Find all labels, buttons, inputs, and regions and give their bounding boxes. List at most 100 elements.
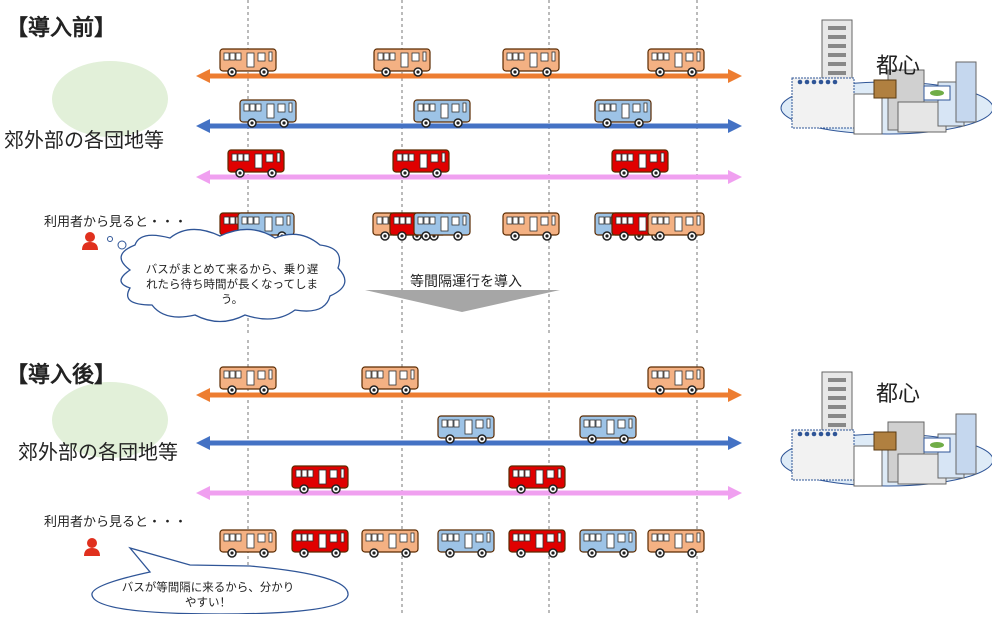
- tower-window: [828, 44, 846, 48]
- city-lights: [832, 79, 838, 85]
- bus-blue: [594, 99, 652, 128]
- bus-blue: [239, 99, 297, 128]
- city-lights: [832, 431, 838, 437]
- city-building: [955, 413, 977, 475]
- user-label-before: 利用者から見ると・・・: [44, 215, 188, 230]
- route-orange-before-head-left: [196, 69, 210, 83]
- person-icon-before: [82, 232, 98, 250]
- route-blue-before-head-left: [196, 119, 210, 133]
- bus-red: [611, 149, 669, 178]
- thought-dot: [107, 236, 113, 242]
- route-orange-after-head-right: [728, 388, 742, 402]
- tower-window: [828, 35, 846, 39]
- city-lights: [804, 431, 810, 437]
- city-building: [791, 77, 855, 129]
- city-lights: [825, 431, 831, 437]
- bus-blue: [579, 415, 637, 444]
- route-blue-after-head-left: [196, 436, 210, 450]
- bus-blue: [437, 415, 495, 444]
- route-orange-after-head-left: [196, 388, 210, 402]
- city-lights: [797, 431, 803, 437]
- tower-window: [828, 387, 846, 391]
- bus-icon: [219, 48, 277, 77]
- bus-orange: [361, 366, 419, 395]
- bus-blue: [413, 212, 471, 241]
- route-orange-before-head-right: [728, 69, 742, 83]
- tower-window: [828, 378, 846, 382]
- route-pink-before-head-right: [728, 170, 742, 184]
- person-head: [87, 538, 97, 548]
- speech-text: バスが等間隔に来るから、分かりやすい！: [121, 580, 295, 609]
- down-arrow-icon: [365, 290, 560, 312]
- city-building: [955, 61, 977, 123]
- bus-orange: [373, 48, 431, 77]
- route-pink-after-head-right: [728, 486, 742, 500]
- bus-red: [291, 465, 349, 494]
- city-lights: [818, 79, 824, 85]
- city-lights: [797, 79, 803, 85]
- bus-icon: [611, 149, 669, 178]
- bus-icon: [413, 99, 471, 128]
- tower-window: [828, 423, 846, 427]
- tower-window: [828, 26, 846, 30]
- bus-icon: [291, 465, 349, 494]
- bus-icon: [594, 99, 652, 128]
- bus-icon: [239, 99, 297, 128]
- title-after: 【導入後】: [6, 363, 117, 388]
- bus-icon: [647, 48, 705, 77]
- bus-combined: [437, 529, 495, 558]
- tower-window: [828, 405, 846, 409]
- city-building: [853, 93, 883, 135]
- bus-icon: [579, 415, 637, 444]
- bus-orange: [502, 212, 560, 241]
- bus-combined: [579, 529, 637, 558]
- city-lights: [818, 431, 824, 437]
- user-label-after: 利用者から見ると・・・: [44, 515, 188, 530]
- bus-orange: [647, 212, 705, 241]
- bus-icon: [392, 149, 450, 178]
- bus-combined: [361, 529, 419, 558]
- city-building: [791, 429, 855, 481]
- city-label-before: 都心: [876, 54, 921, 79]
- city-shop: [873, 79, 897, 99]
- city-lights: [811, 79, 817, 85]
- title-before: 【導入前】: [6, 16, 117, 41]
- person-body: [82, 242, 98, 250]
- bus-red: [227, 149, 285, 178]
- route-pink-before-head-left: [196, 170, 210, 184]
- tower-window: [828, 71, 846, 75]
- city-building: [853, 445, 883, 487]
- bus-icon: [361, 529, 419, 558]
- bus-combined: [647, 529, 705, 558]
- city-label-after: 都心: [876, 382, 921, 407]
- city-sign-mark: [930, 90, 944, 96]
- city-lights: [804, 79, 810, 85]
- city-buildings-icon-after: [780, 371, 992, 487]
- bus-orange: [502, 48, 560, 77]
- tower-window: [828, 62, 846, 66]
- person-head: [85, 232, 95, 242]
- route-pink-after-head-left: [196, 486, 210, 500]
- bus-combined: [508, 529, 566, 558]
- bus-combined: [291, 529, 349, 558]
- bus-icon: [502, 48, 560, 77]
- city-shop: [873, 431, 897, 451]
- thought-bubble: [120, 228, 346, 323]
- person-icon-after: [84, 538, 100, 556]
- tower-window: [828, 53, 846, 57]
- bus-icon: [647, 212, 705, 241]
- bus-icon: [508, 529, 566, 558]
- bus-icon: [502, 212, 560, 241]
- tower-window: [828, 396, 846, 400]
- bus-icon: [647, 366, 705, 395]
- bus-orange: [219, 48, 277, 77]
- bus-orange: [647, 366, 705, 395]
- bus-icon: [437, 415, 495, 444]
- route-blue-after-head-right: [728, 436, 742, 450]
- area-ellipse-before: [52, 61, 168, 137]
- bus-icon: [291, 529, 349, 558]
- transition-label: 等間隔運行を導入: [410, 274, 522, 290]
- area-label-before: 郊外部の各団地等: [4, 128, 164, 152]
